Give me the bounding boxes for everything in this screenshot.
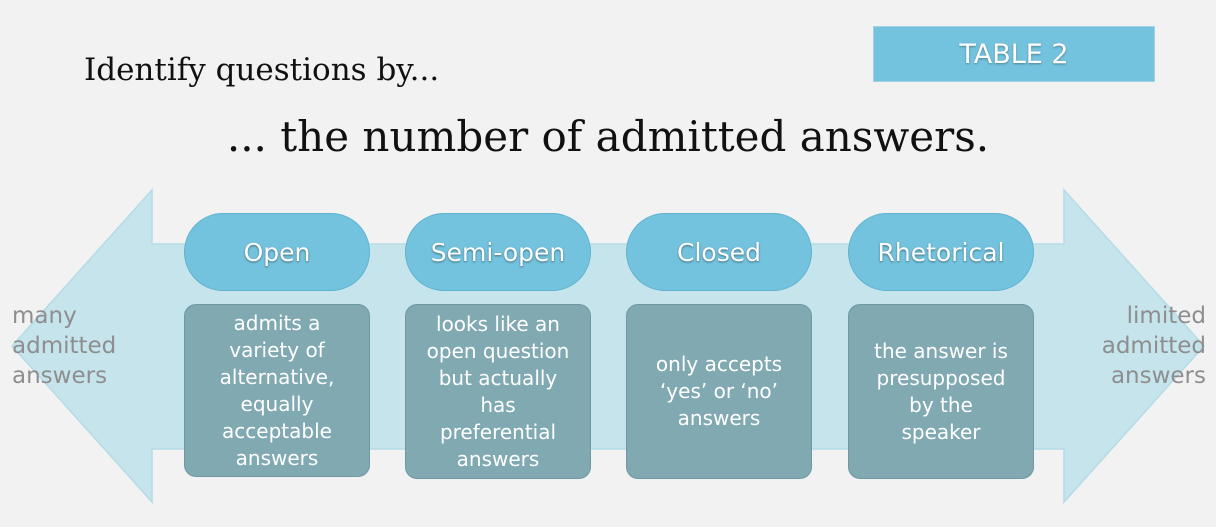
page-title: Identify questions by... xyxy=(84,52,440,88)
table-badge: TABLE 2 xyxy=(873,26,1155,82)
category-pill-open: Open xyxy=(184,213,370,291)
category-card-closed: only accepts ‘yes’ or ‘no’ answers xyxy=(626,304,812,479)
category-card-rhetorical: the answer is presupposed by the speaker xyxy=(848,304,1034,479)
category-pill-closed: Closed xyxy=(626,213,812,291)
category-card-semi-open: looks like an open question but actually… xyxy=(405,304,591,479)
category-pill-semi-open: Semi-open xyxy=(405,213,591,291)
category-pill-rhetorical: Rhetorical xyxy=(848,213,1034,291)
category-card-open: admits a variety of alternative, equally… xyxy=(184,304,370,477)
left-axis-label: many admitted answers xyxy=(12,303,117,389)
page-subtitle: ... the number of admitted answers. xyxy=(226,112,990,161)
right-axis-label: limited admitted answers xyxy=(1101,303,1206,389)
